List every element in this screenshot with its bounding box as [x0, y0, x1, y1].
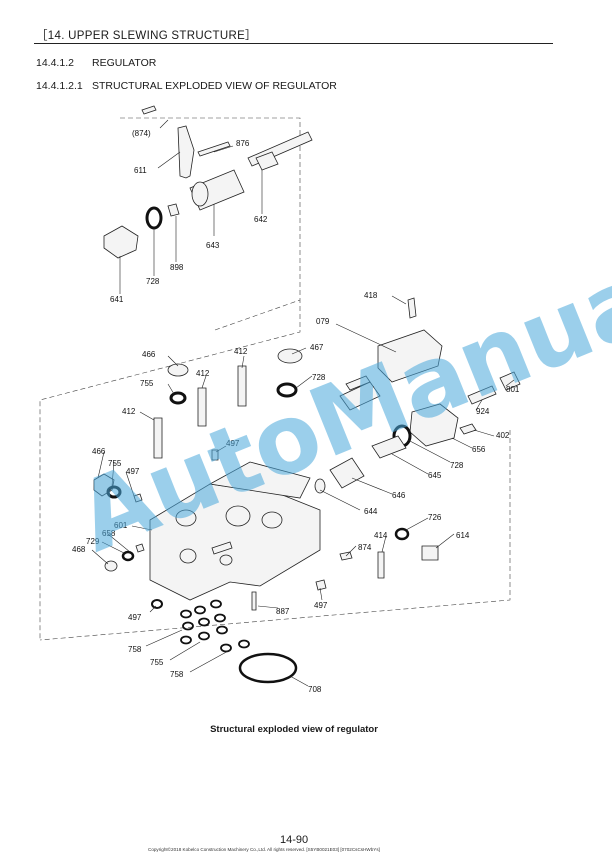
part-label: 497 [226, 439, 240, 448]
part-label: 801 [506, 385, 520, 394]
part-label: 755 [150, 658, 164, 667]
part-label: 728 [146, 277, 160, 286]
part-label: 466 [92, 447, 106, 456]
regulator-exploded-diagram: (874) 876 611 642 643 898 728 641 418 07… [39, 105, 521, 694]
part-label: 466 [142, 350, 156, 359]
spool-assembly [103, 105, 313, 259]
part-label: 412 [234, 347, 248, 356]
part-label: 758 [170, 670, 184, 679]
section-heading-exploded-view: 14.4.1.2.1 STRUCTURAL EXPLODED VIEW OF RE… [36, 80, 337, 92]
part-label: 646 [392, 491, 406, 500]
part-label: 467 [310, 343, 324, 352]
o-ring-set [151, 599, 298, 684]
solenoid-assembly [276, 297, 521, 494]
part-label: 414 [374, 531, 388, 540]
leader-lines [91, 119, 515, 687]
assembly-guide-lines [39, 117, 511, 641]
part-label: 887 [276, 607, 290, 616]
part-label: (874) [132, 129, 151, 138]
part-label: 645 [428, 471, 442, 480]
part-label: 876 [236, 139, 250, 148]
part-label: 614 [456, 531, 470, 540]
part-label: 497 [126, 467, 140, 476]
part-label: 658 [102, 529, 116, 538]
part-label: 412 [196, 369, 210, 378]
part-label: 924 [476, 407, 490, 416]
part-label: 726 [428, 513, 442, 522]
part-label: 402 [496, 431, 510, 440]
section-title: REGULATOR [92, 57, 157, 69]
section-number: 14.4.1.2 [36, 57, 74, 69]
figure-caption: Structural exploded view of regulator [210, 724, 378, 735]
page-number: 14-90 [280, 834, 309, 846]
part-label: 497 [314, 601, 328, 610]
part-label: 729 [86, 537, 100, 546]
header-rule [34, 43, 553, 44]
part-label: 708 [308, 685, 322, 694]
part-label: 656 [472, 445, 486, 454]
part-label: 641 [110, 295, 124, 304]
part-label: 601 [114, 521, 128, 530]
part-label: 728 [312, 373, 326, 382]
part-label: 728 [450, 461, 464, 470]
part-label: 412 [122, 407, 136, 416]
regulator-body [149, 461, 321, 611]
part-label: 874 [358, 543, 372, 552]
section-title: STRUCTURAL EXPLODED VIEW OF REGULATOR [92, 80, 337, 92]
part-label: 755 [140, 379, 154, 388]
part-label: 643 [206, 241, 220, 250]
part-label: 611 [134, 166, 147, 175]
part-label: 755 [108, 459, 122, 468]
copyright-notice: Copyright©2018 Kobelco Construction Mach… [148, 847, 380, 852]
part-label: 497 [128, 613, 142, 622]
part-label: 758 [128, 645, 142, 654]
part-number-labels: (874) 876 611 642 643 898 728 641 418 07… [72, 129, 520, 694]
part-label: 898 [170, 263, 184, 272]
chapter-header: ［14. UPPER SLEWING STRUCTURE］ [36, 30, 257, 42]
part-label: 418 [364, 291, 378, 300]
part-label: 642 [254, 215, 268, 224]
section-heading-regulator: 14.4.1.2 REGULATOR [36, 57, 156, 69]
bolts-and-plugs [93, 363, 247, 572]
section-number: 14.4.1.2.1 [36, 80, 83, 92]
part-label: 079 [316, 317, 330, 326]
part-label: 468 [72, 545, 86, 554]
part-label: 644 [364, 507, 378, 516]
